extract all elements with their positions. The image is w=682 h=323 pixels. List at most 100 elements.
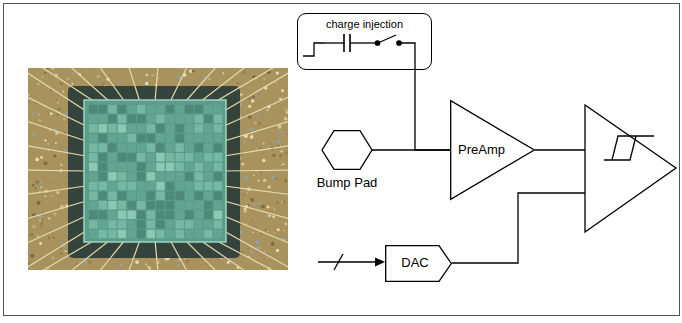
photo-texture bbox=[248, 115, 252, 119]
photo-texture bbox=[55, 169, 56, 170]
bond-wire bbox=[99, 68, 125, 102]
die-cell bbox=[175, 172, 183, 180]
photo-texture bbox=[28, 261, 31, 264]
dac-block: DAC bbox=[385, 245, 452, 282]
die-cell bbox=[185, 172, 193, 180]
photo-texture bbox=[246, 202, 247, 203]
photo-texture bbox=[151, 74, 154, 77]
die-cell bbox=[147, 143, 155, 151]
bond-wire bbox=[224, 186, 288, 195]
die-cell bbox=[175, 163, 183, 171]
photo-texture bbox=[50, 112, 53, 115]
photo-texture bbox=[48, 223, 50, 225]
photo-texture bbox=[263, 179, 267, 183]
die-cell bbox=[118, 115, 126, 123]
photo-texture bbox=[37, 201, 41, 205]
photo-texture bbox=[59, 82, 63, 86]
die-cell bbox=[127, 211, 135, 219]
photo-texture bbox=[274, 232, 275, 233]
photo-texture bbox=[177, 264, 180, 267]
die-cell bbox=[214, 191, 222, 199]
photo-texture bbox=[267, 185, 271, 189]
die-cell bbox=[108, 153, 116, 161]
photo-texture bbox=[284, 117, 288, 121]
photo-texture bbox=[57, 114, 59, 116]
die-cell bbox=[175, 182, 183, 190]
die-cell bbox=[118, 153, 126, 161]
die-cell bbox=[89, 134, 97, 142]
photo-texture bbox=[227, 261, 230, 264]
photo-texture bbox=[280, 160, 282, 162]
die-cell bbox=[127, 191, 135, 199]
photo-texture bbox=[31, 181, 32, 182]
photo-texture bbox=[252, 95, 255, 98]
photo-texture bbox=[28, 253, 29, 255]
photo-texture bbox=[148, 267, 151, 270]
bump-pad: Bump Pad bbox=[312, 130, 382, 204]
die-cell bbox=[89, 105, 97, 113]
die-cell bbox=[108, 143, 116, 151]
node-label: Bump Pad bbox=[312, 176, 382, 191]
die-cell bbox=[147, 211, 155, 219]
die-cell bbox=[214, 211, 222, 219]
die-cell bbox=[166, 201, 174, 209]
photo-texture bbox=[44, 72, 46, 74]
die-cell bbox=[214, 143, 222, 151]
photo-texture bbox=[35, 188, 37, 190]
photo-texture bbox=[265, 228, 268, 231]
die-cell bbox=[195, 124, 203, 132]
die-cell bbox=[214, 153, 222, 161]
die-cell bbox=[118, 163, 126, 171]
die-cell bbox=[147, 163, 155, 171]
photo-texture bbox=[37, 83, 40, 86]
photo-texture bbox=[274, 209, 276, 211]
photo-texture bbox=[178, 259, 180, 261]
die-cell bbox=[204, 182, 212, 190]
photo-texture bbox=[145, 263, 147, 265]
photo-texture bbox=[50, 151, 51, 152]
photo-texture bbox=[271, 242, 275, 246]
photo-texture bbox=[259, 147, 261, 149]
bond-wire bbox=[28, 231, 86, 268]
photo-texture bbox=[255, 95, 257, 97]
die-cell bbox=[166, 230, 174, 238]
die-cell bbox=[195, 230, 203, 238]
die-cell bbox=[108, 230, 116, 238]
photo-texture bbox=[40, 185, 43, 188]
photo-texture bbox=[56, 99, 57, 100]
die-cell bbox=[147, 230, 155, 238]
photo-texture bbox=[252, 232, 254, 234]
photo-texture bbox=[280, 86, 281, 87]
photo-texture bbox=[65, 262, 66, 263]
photo-texture bbox=[135, 260, 139, 264]
die-cell bbox=[156, 182, 164, 190]
photo-texture bbox=[192, 70, 195, 73]
die-cell bbox=[204, 201, 212, 209]
photo-texture bbox=[28, 94, 29, 96]
photo-texture bbox=[185, 260, 189, 264]
die-cell bbox=[99, 220, 107, 228]
die-cell bbox=[108, 201, 116, 209]
photo-texture bbox=[249, 176, 250, 177]
die-cell bbox=[166, 105, 174, 113]
die-cell bbox=[118, 182, 126, 190]
photo-texture bbox=[241, 162, 245, 166]
die-cell bbox=[147, 172, 155, 180]
die-cell bbox=[166, 115, 174, 123]
die-cell bbox=[156, 211, 164, 219]
photo-texture bbox=[58, 166, 59, 167]
die-cell bbox=[204, 191, 212, 199]
amplifier-triangle bbox=[451, 101, 535, 200]
bond-wire bbox=[40, 68, 95, 102]
photo-texture bbox=[88, 260, 92, 264]
photo-texture bbox=[47, 143, 48, 144]
die-cell bbox=[127, 143, 135, 151]
bus-arrowhead bbox=[375, 258, 385, 267]
die-cell bbox=[99, 134, 107, 142]
die-cell bbox=[99, 201, 107, 209]
die-cell bbox=[185, 182, 193, 190]
die-cell bbox=[166, 191, 174, 199]
photo-texture bbox=[284, 180, 287, 183]
photo-texture bbox=[277, 125, 281, 129]
die-cell bbox=[137, 211, 145, 219]
